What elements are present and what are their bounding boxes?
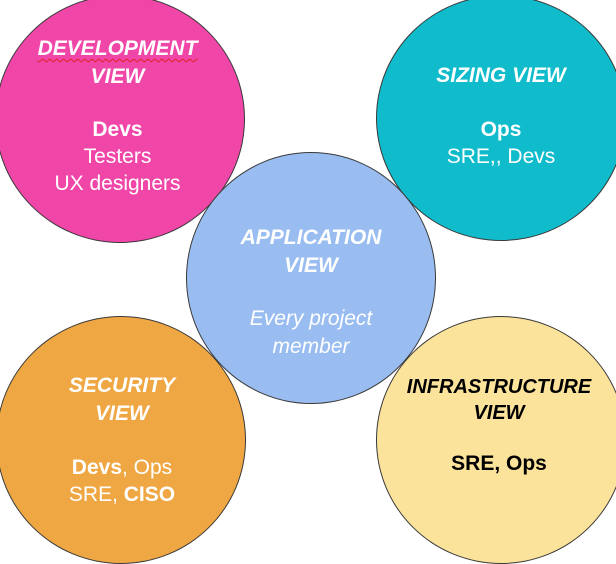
security-role-sre: SRE, — [68, 483, 124, 506]
security-title-line-1: SECURITY — [68, 374, 176, 397]
infrastructure-title-line-1: INFRASTRUCTURE — [406, 376, 592, 398]
development-view-circle — [0, 0, 245, 243]
sizing-role-ops: Ops — [480, 118, 522, 141]
sizing-view-circle — [376, 0, 616, 241]
development-role-ux: UX designers — [54, 172, 181, 195]
security-roles-line-1: Devs, Ops — [0, 454, 244, 481]
infrastructure-view-roles: SRE, Ops — [385, 450, 613, 477]
application-title-line-2: VIEW — [284, 254, 338, 277]
application-view-circle — [186, 152, 436, 404]
security-role-devs: Devs — [71, 456, 122, 479]
sizing-view-roles: Ops SRE,, Devs — [376, 116, 616, 170]
security-role-ops: , Ops — [122, 456, 173, 479]
infrastructure-role-sre-ops: SRE, Ops — [451, 452, 547, 475]
development-title-line-2: VIEW — [90, 65, 145, 88]
security-view-title: SECURITY VIEW — [0, 372, 244, 428]
application-view-title: APPLICATION VIEW — [186, 224, 436, 280]
infrastructure-view-title: INFRASTRUCTURE VIEW — [385, 374, 613, 426]
sizing-title-line: SIZING VIEW — [436, 64, 566, 87]
sizing-role-sre-devs: SRE,, Devs — [446, 145, 556, 168]
security-view-roles: Devs, Ops SRE, CISO — [0, 454, 244, 508]
application-title-line-1: APPLICATION — [240, 226, 382, 249]
development-title-line-1: DEVELOPMENT — [37, 37, 198, 60]
development-view-roles: Devs Testers UX designers — [0, 116, 235, 197]
security-title-line-2: VIEW — [95, 402, 149, 425]
development-role-testers: Testers — [83, 145, 152, 168]
application-body-line-1: Every project — [249, 307, 373, 330]
application-body-line-2: member — [272, 335, 350, 358]
security-role-ciso: CISO — [123, 483, 176, 506]
development-view-title: DEVELOPMENT VIEW — [0, 35, 235, 91]
infrastructure-view-circle — [376, 316, 616, 564]
sizing-view-title: SIZING VIEW — [376, 62, 616, 90]
infrastructure-title-line-2: VIEW — [473, 402, 525, 424]
development-role-devs: Devs — [92, 118, 143, 141]
application-view-roles: Every project member — [186, 305, 436, 361]
security-roles-line-2: SRE, CISO — [0, 481, 244, 508]
